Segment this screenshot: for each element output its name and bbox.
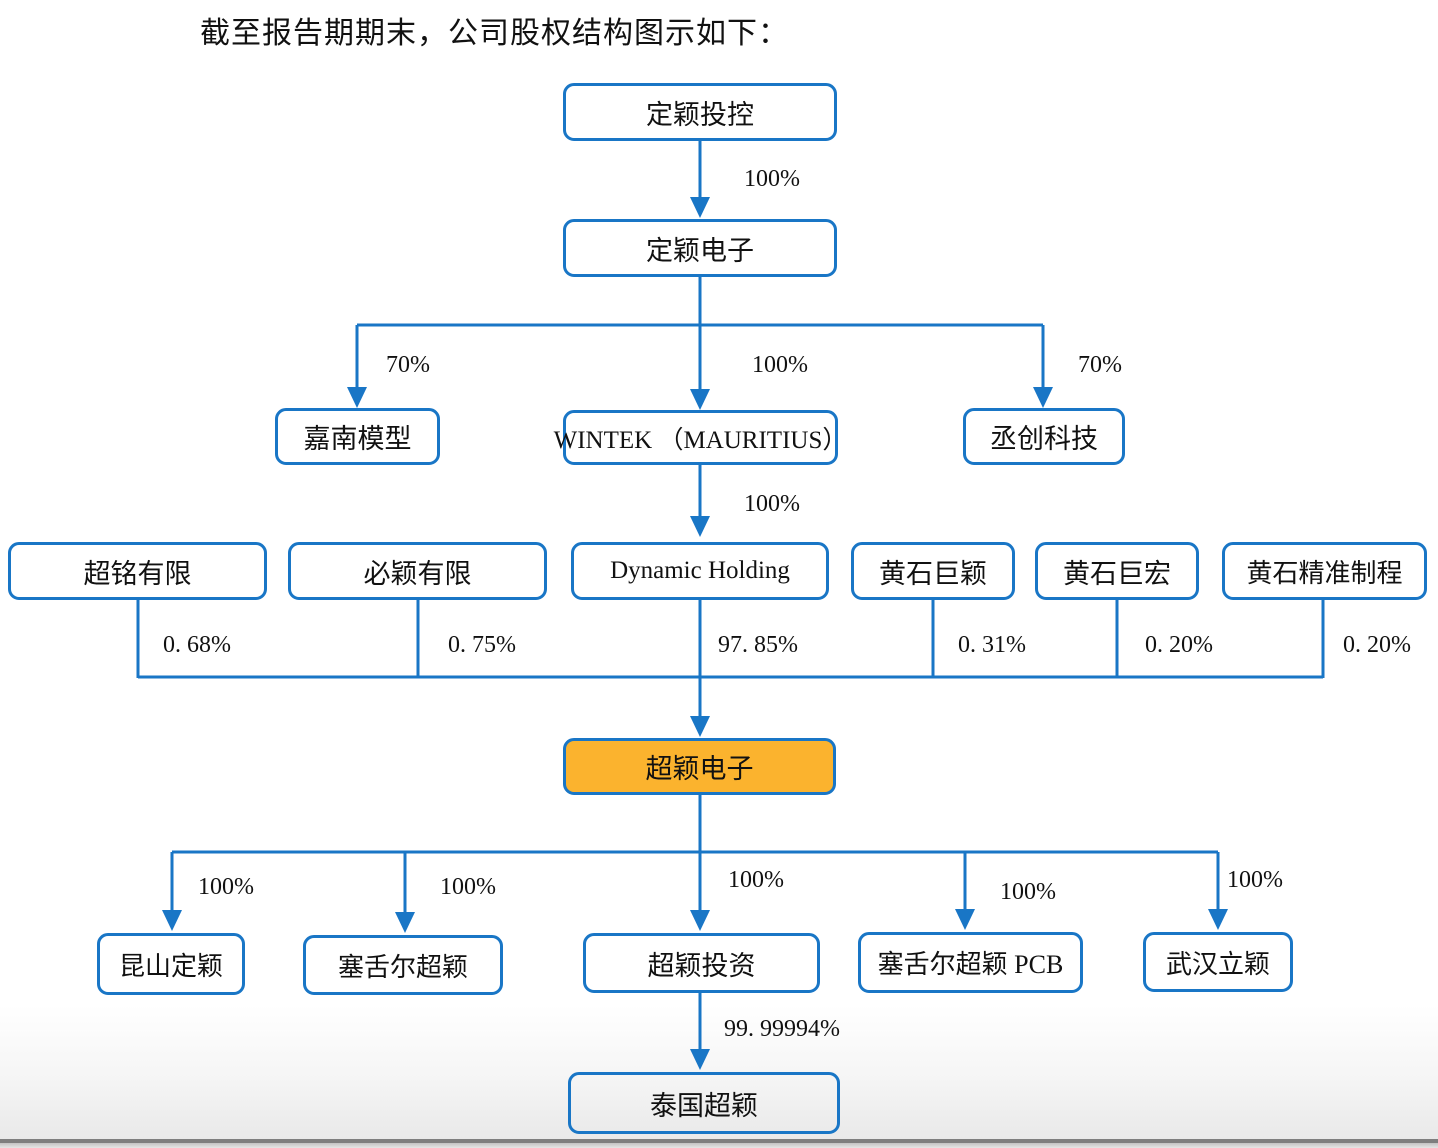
edge-label-precision-pct: 0. 20% bbox=[1343, 632, 1411, 658]
edge-label-100-l1: 100% bbox=[744, 166, 800, 192]
node-seychelles-chaoying: 塞舌尔超颖 bbox=[303, 935, 503, 995]
node-dingying-electronics: 定颖电子 bbox=[563, 219, 837, 277]
node-huangshi-juying: 黄石巨颖 bbox=[851, 542, 1015, 600]
node-dingying-holding: 定颖投控 bbox=[563, 83, 837, 141]
node-seychelles-chaoying-pcb: 塞舌尔超颖 PCB bbox=[858, 932, 1083, 993]
node-biying-ltd: 必颖有限 bbox=[288, 542, 547, 600]
edge-label-100-kunshan: 100% bbox=[198, 874, 254, 900]
edge-label-thailand-pct: 99. 99994% bbox=[724, 1016, 840, 1042]
edge-label-70-chengchuang: 70% bbox=[1078, 352, 1122, 378]
node-wintek-mauritius: WINTEK （MAURITIUS） bbox=[554, 410, 847, 465]
node-huangshi-juhong: 黄石巨宏 bbox=[1035, 542, 1199, 600]
edge-label-70-jianan: 70% bbox=[386, 352, 430, 378]
node-chaoying-electronics: 超颖电子 bbox=[563, 738, 836, 795]
edge-label-100-dynamic: 100% bbox=[744, 491, 800, 517]
edge-label-biying-pct: 0. 75% bbox=[448, 632, 516, 658]
node-jianan-model: 嘉南模型 bbox=[275, 408, 440, 465]
edge-label-100-investment: 100% bbox=[728, 867, 784, 893]
node-dynamic-holding: Dynamic Holding bbox=[571, 542, 829, 600]
edge-label-juhong-pct: 0. 20% bbox=[1145, 632, 1213, 658]
page-divider-shadow bbox=[0, 1143, 1438, 1148]
edge-label-juying-pct: 0. 31% bbox=[958, 632, 1026, 658]
page-divider bbox=[0, 1139, 1438, 1143]
node-kunshan-dingying: 昆山定颖 bbox=[97, 933, 245, 995]
node-chengchuang-tech: 丞创科技 bbox=[963, 408, 1125, 465]
edge-label-100-wintek: 100% bbox=[752, 352, 808, 378]
edge-label-chaoming-pct: 0. 68% bbox=[163, 632, 231, 658]
node-huangshi-precision: 黄石精准制程 bbox=[1222, 542, 1427, 600]
edge-label-100-wuhan: 100% bbox=[1227, 867, 1283, 893]
node-thailand-chaoying: 泰国超颖 bbox=[568, 1072, 840, 1134]
edge-label-100-seychelles: 100% bbox=[440, 874, 496, 900]
edge-label-100-pcb: 100% bbox=[1000, 879, 1056, 905]
node-chaoying-investment: 超颖投资 bbox=[583, 933, 820, 993]
edge-label-dynamic-pct: 97. 85% bbox=[718, 632, 798, 658]
page-title: 截至报告期期末，公司股权结构图示如下： bbox=[200, 17, 789, 50]
node-wuhan-liying: 武汉立颖 bbox=[1143, 932, 1293, 992]
node-chaoming-ltd: 超铭有限 bbox=[8, 542, 267, 600]
